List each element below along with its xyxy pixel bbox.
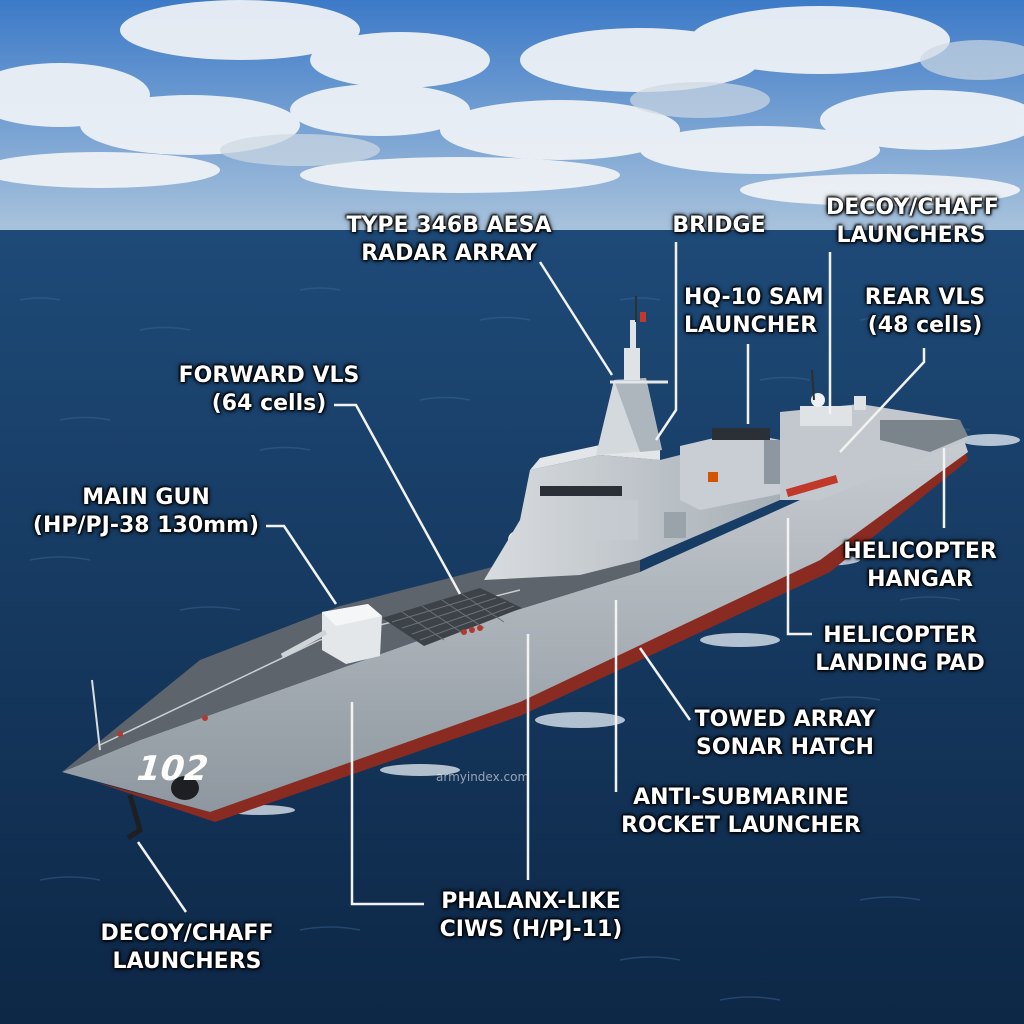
leader-bridge [654,242,678,441]
destroyer [62,296,968,841]
label-forward-vls: FORWARD VLS(64 cells) [178,363,360,416]
leader-forward-vls [334,403,462,595]
hull-number: 102 [135,749,210,789]
label-main-gun: MAIN GUN(HP/PJ-38 130mm) [32,485,260,538]
main-gun-turret [280,604,382,664]
label-bridge: BRIDGE [672,213,766,238]
watermark: armyindex.com [436,770,530,784]
hull-side [62,428,968,812]
forward-vls-grid [382,588,522,646]
leader-decoy-bow [136,841,188,913]
leader-radar [538,261,614,376]
flight-deck [880,420,968,452]
leader-landing-pad [786,518,812,636]
leader-sonar [638,647,692,721]
funnel-block [680,428,780,510]
leader-main-gun [266,524,338,605]
anchor-hawse [171,776,199,800]
leader-ciws-side [350,702,424,906]
bridge-windows [540,486,622,496]
wave-texture [19,287,971,1001]
label-rear-vls: REAR VLS(48 cells) [864,285,986,338]
integrated-mast [596,296,668,455]
clouds [0,0,1024,206]
leader-rear-vls [839,348,926,453]
leader-lines [136,242,946,913]
